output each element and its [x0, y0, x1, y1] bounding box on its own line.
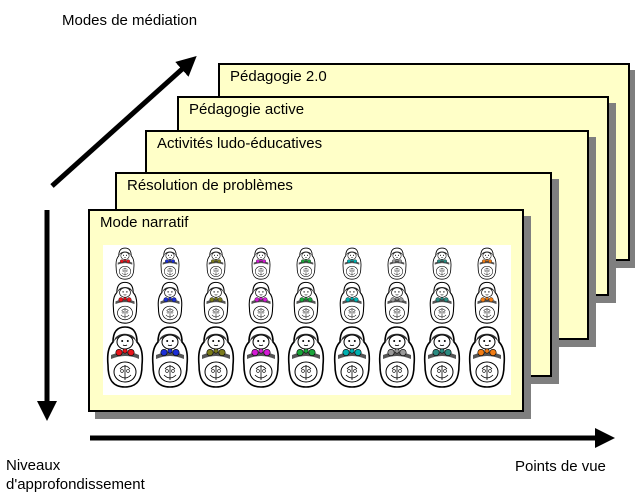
- matryoshka-doll-icon: [432, 247, 452, 280]
- matryoshka-doll-icon: [115, 247, 135, 280]
- matryoshka-doll-icon: [423, 326, 461, 388]
- matryoshka-illustration: [103, 245, 511, 395]
- matryoshka-doll-icon: [197, 326, 234, 388]
- matryoshka-doll-icon: [152, 326, 189, 388]
- diagonal-arrow: [50, 55, 197, 188]
- axis-label-points-de-vue: Points de vue: [515, 458, 606, 475]
- matryoshka-doll-icon: [469, 326, 506, 388]
- doll-column: [239, 245, 283, 395]
- axis-label-modes: Modes de médiation: [62, 12, 198, 29]
- card-mode-narratif: Mode narratif: [88, 209, 524, 412]
- axis-label-niveaux-line2: d'approfondissement: [6, 476, 145, 493]
- matryoshka-doll-icon: [206, 247, 226, 280]
- doll-column: [284, 245, 328, 395]
- card-label: Pédagogie active: [189, 101, 305, 118]
- matryoshka-doll-icon: [387, 247, 407, 280]
- doll-column: [465, 245, 509, 395]
- doll-column: [194, 245, 238, 395]
- matryoshka-doll-icon: [248, 281, 274, 324]
- matryoshka-doll-icon: [339, 281, 364, 324]
- matryoshka-doll-icon: [160, 247, 180, 280]
- matryoshka-doll-icon: [333, 326, 370, 388]
- matryoshka-doll-icon: [384, 281, 410, 324]
- matryoshka-doll-icon: [475, 281, 500, 324]
- card-label: Résolution de problèmes: [127, 177, 293, 194]
- card-label: Mode narratif: [100, 214, 189, 231]
- matryoshka-doll-icon: [378, 326, 415, 388]
- doll-column: [375, 245, 419, 395]
- matryoshka-doll-icon: [288, 326, 325, 388]
- doll-column: [330, 245, 374, 395]
- matryoshka-doll-icon: [251, 247, 271, 280]
- matryoshka-doll-icon: [242, 326, 280, 388]
- matryoshka-doll-icon: [203, 281, 228, 324]
- card-label: Activités ludo-éducatives: [157, 135, 323, 152]
- card-label: Pédagogie 2.0: [230, 68, 327, 85]
- matryoshka-doll-icon: [106, 326, 144, 388]
- doll-column: [420, 245, 464, 395]
- matryoshka-doll-icon: [112, 281, 138, 324]
- matryoshka-doll-icon: [157, 281, 183, 324]
- matryoshka-doll-icon: [296, 247, 316, 280]
- doll-column: [103, 245, 147, 395]
- matryoshka-doll-icon: [477, 247, 497, 280]
- matryoshka-doll-icon: [342, 247, 361, 280]
- doll-column: [148, 245, 192, 395]
- matryoshka-doll-icon: [429, 281, 455, 324]
- axis-label-niveaux-line1: Niveaux: [6, 457, 61, 474]
- matryoshka-doll-icon: [293, 281, 319, 324]
